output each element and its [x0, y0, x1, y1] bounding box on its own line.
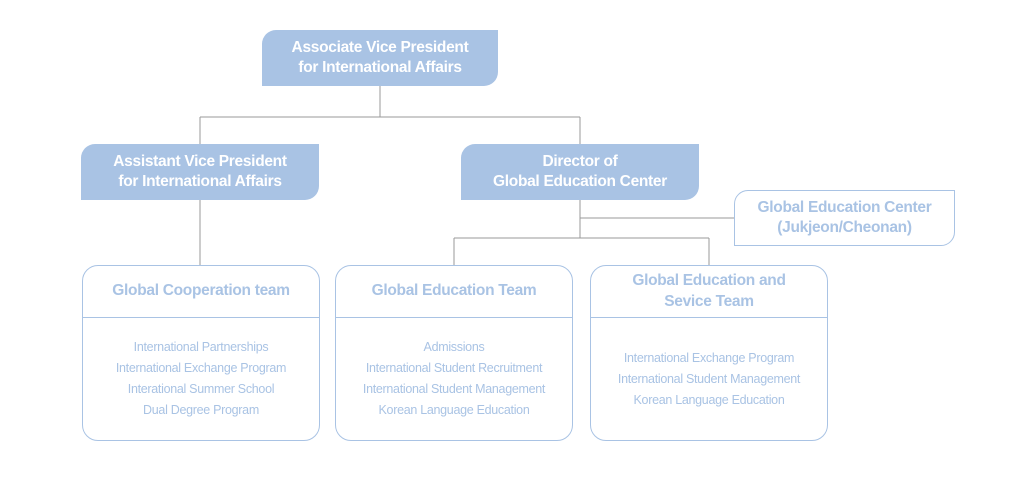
director-line1: Director of: [542, 152, 618, 170]
list-item: International Exchange Program: [623, 350, 795, 365]
assistant-vice-president-line2: for International Affairs: [118, 173, 282, 190]
list-item: International Student Management: [362, 382, 546, 396]
assistant-vice-president-box: Assistant Vice President for Internation…: [81, 144, 319, 200]
global-education-service-team-title: Global Education and Sevice Team: [591, 266, 827, 318]
global-education-team-title: Global Education Team: [336, 266, 572, 318]
assistant-vice-president-line1: Assistant Vice President: [113, 152, 287, 170]
list-item: Dual Degree Program: [143, 403, 259, 417]
global-cooperation-team-title: Global Cooperation team: [83, 266, 319, 318]
list-item: International Student Management: [617, 371, 801, 386]
global-cooperation-team-list: International Partnerships International…: [83, 318, 319, 440]
global-education-center-line1: Global Education Center: [757, 198, 932, 216]
list-item: Admissions: [423, 340, 485, 354]
list-item: International Partnerships: [133, 340, 269, 354]
associate-vice-president-line2: for International Affairs: [298, 59, 462, 76]
global-education-service-team-box: Global Education and Sevice Team Interna…: [590, 265, 828, 441]
global-education-team-box: Global Education Team Admissions Interna…: [335, 265, 573, 441]
director-line2: Global Education Center: [493, 173, 667, 190]
global-education-center-line2: (Jukjeon/Cheonan): [777, 219, 912, 236]
global-education-team-list: Admissions International Student Recruit…: [336, 318, 572, 440]
list-item: International Exchange Program: [115, 361, 287, 375]
list-item: Korean Language Education: [378, 403, 530, 417]
list-item: International Student Recruitment: [365, 361, 543, 375]
associate-vice-president-box: Associate Vice President for Internation…: [262, 30, 498, 86]
global-education-service-team-list: International Exchange Program Internati…: [591, 318, 827, 440]
list-item: Korean Language Education: [633, 392, 785, 407]
global-cooperation-team-box: Global Cooperation team International Pa…: [82, 265, 320, 441]
global-education-center-box: Global Education Center (Jukjeon/Cheonan…: [734, 190, 955, 246]
associate-vice-president-line1: Associate Vice President: [291, 38, 469, 56]
list-item: Interational Summer School: [127, 382, 275, 396]
director-box: Director of Global Education Center: [461, 144, 699, 200]
